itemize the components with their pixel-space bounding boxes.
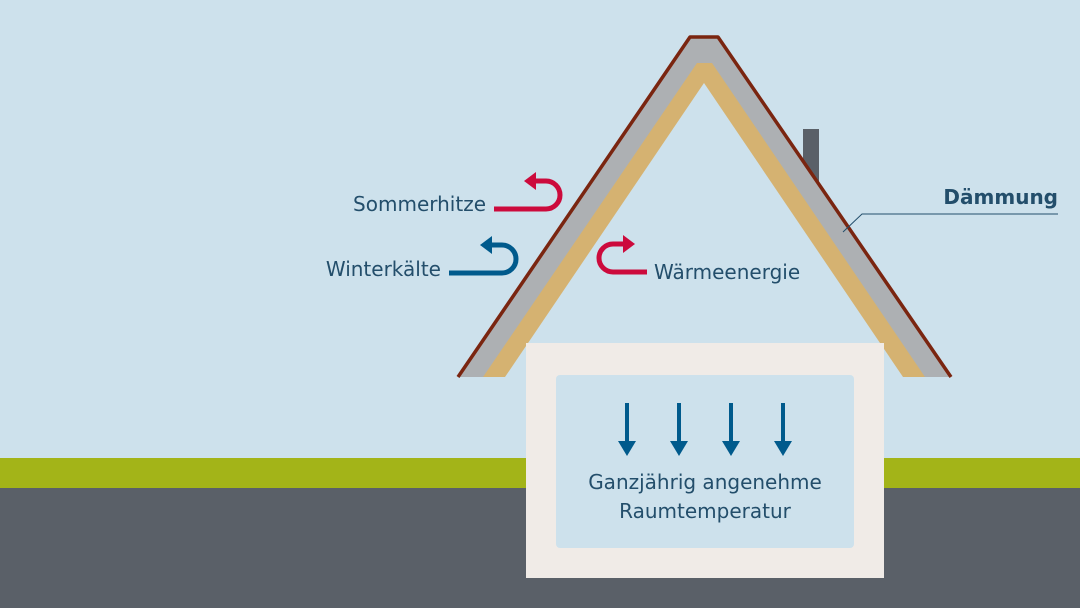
roof xyxy=(456,35,953,378)
roof-outline xyxy=(456,35,953,378)
down-arrow-icon xyxy=(722,403,740,456)
room-temp-line2: Raumtemperatur xyxy=(619,499,791,523)
down-arrow-icon xyxy=(618,403,636,456)
down-arrow-icon xyxy=(670,403,688,456)
summer-heat-label: Sommerhitze xyxy=(353,192,486,216)
arrowhead-icon xyxy=(623,235,635,253)
arrowhead-icon xyxy=(480,236,492,254)
arrowhead-icon xyxy=(524,172,536,190)
room-temp-line1: Ganzjährig angenehme xyxy=(588,470,822,494)
attic-space xyxy=(505,83,903,377)
summer-heat-reflect-arrow-icon xyxy=(494,178,563,212)
heat-retained-arrow-icon xyxy=(596,241,647,275)
room xyxy=(556,375,854,548)
insulation-leader-line xyxy=(842,213,1058,233)
insulation-label: Dämmung xyxy=(943,185,1058,209)
heat-energy-label: Wärmeenergie xyxy=(654,260,800,284)
winter-cold-reflect-arrow-icon xyxy=(449,242,519,276)
down-arrows xyxy=(618,403,792,456)
winter-cold-label: Winterkälte xyxy=(326,257,441,281)
down-arrow-icon xyxy=(774,403,792,456)
